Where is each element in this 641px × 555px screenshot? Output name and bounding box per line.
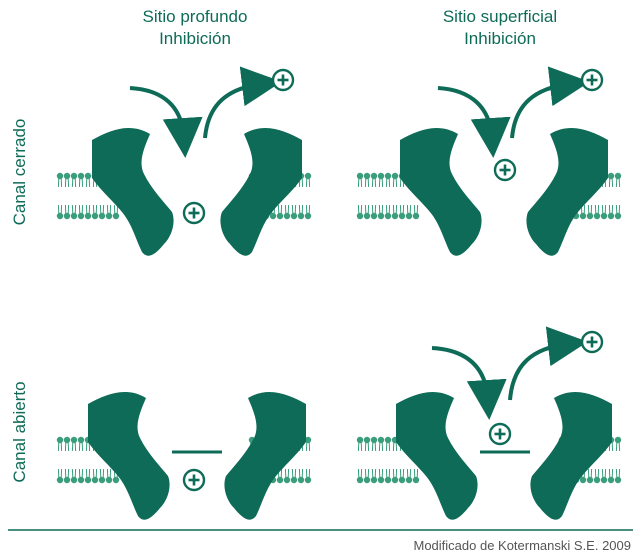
credit-text: Modificado de Kotermanski S.E. 2009	[413, 538, 631, 553]
header-deep-line1: Sitio profundo	[95, 6, 295, 28]
row-label-open: Canal abierto	[10, 372, 30, 492]
header-superficial-site: Sitio superficial Inhibición	[395, 6, 605, 50]
protein-subunit-left	[88, 392, 170, 520]
ion-plus-icon	[184, 470, 204, 490]
ion-plus-icon	[490, 424, 510, 444]
row-label-closed: Canal cerrado	[10, 112, 30, 232]
arrow-in	[432, 348, 488, 400]
protein-subunit-left	[400, 128, 482, 256]
header-superficial-line1: Sitio superficial	[395, 6, 605, 28]
panel-open-deep	[57, 392, 311, 520]
arrow-out	[510, 344, 568, 400]
header-deep-line2: Inhibición	[95, 28, 295, 50]
protein-subunit-right	[220, 128, 302, 256]
protein-subunit-left	[92, 128, 174, 256]
protein-subunit-left	[396, 392, 478, 520]
ion-plus-icon	[582, 332, 602, 352]
header-superficial-line2: Inhibición	[395, 28, 605, 50]
ion-plus-icon	[582, 70, 602, 90]
protein-subunit-right	[224, 392, 306, 520]
panel-closed-deep	[57, 70, 311, 256]
ion-plus-icon	[273, 70, 293, 90]
protein-subunit-right	[526, 128, 608, 256]
header-deep-site: Sitio profundo Inhibición	[95, 6, 295, 50]
panel-open-superficial	[357, 332, 621, 520]
protein-subunit-right	[530, 392, 612, 520]
ion-plus-icon	[495, 160, 515, 180]
panel-closed-superficial	[357, 70, 621, 256]
ion-plus-icon	[184, 203, 204, 223]
